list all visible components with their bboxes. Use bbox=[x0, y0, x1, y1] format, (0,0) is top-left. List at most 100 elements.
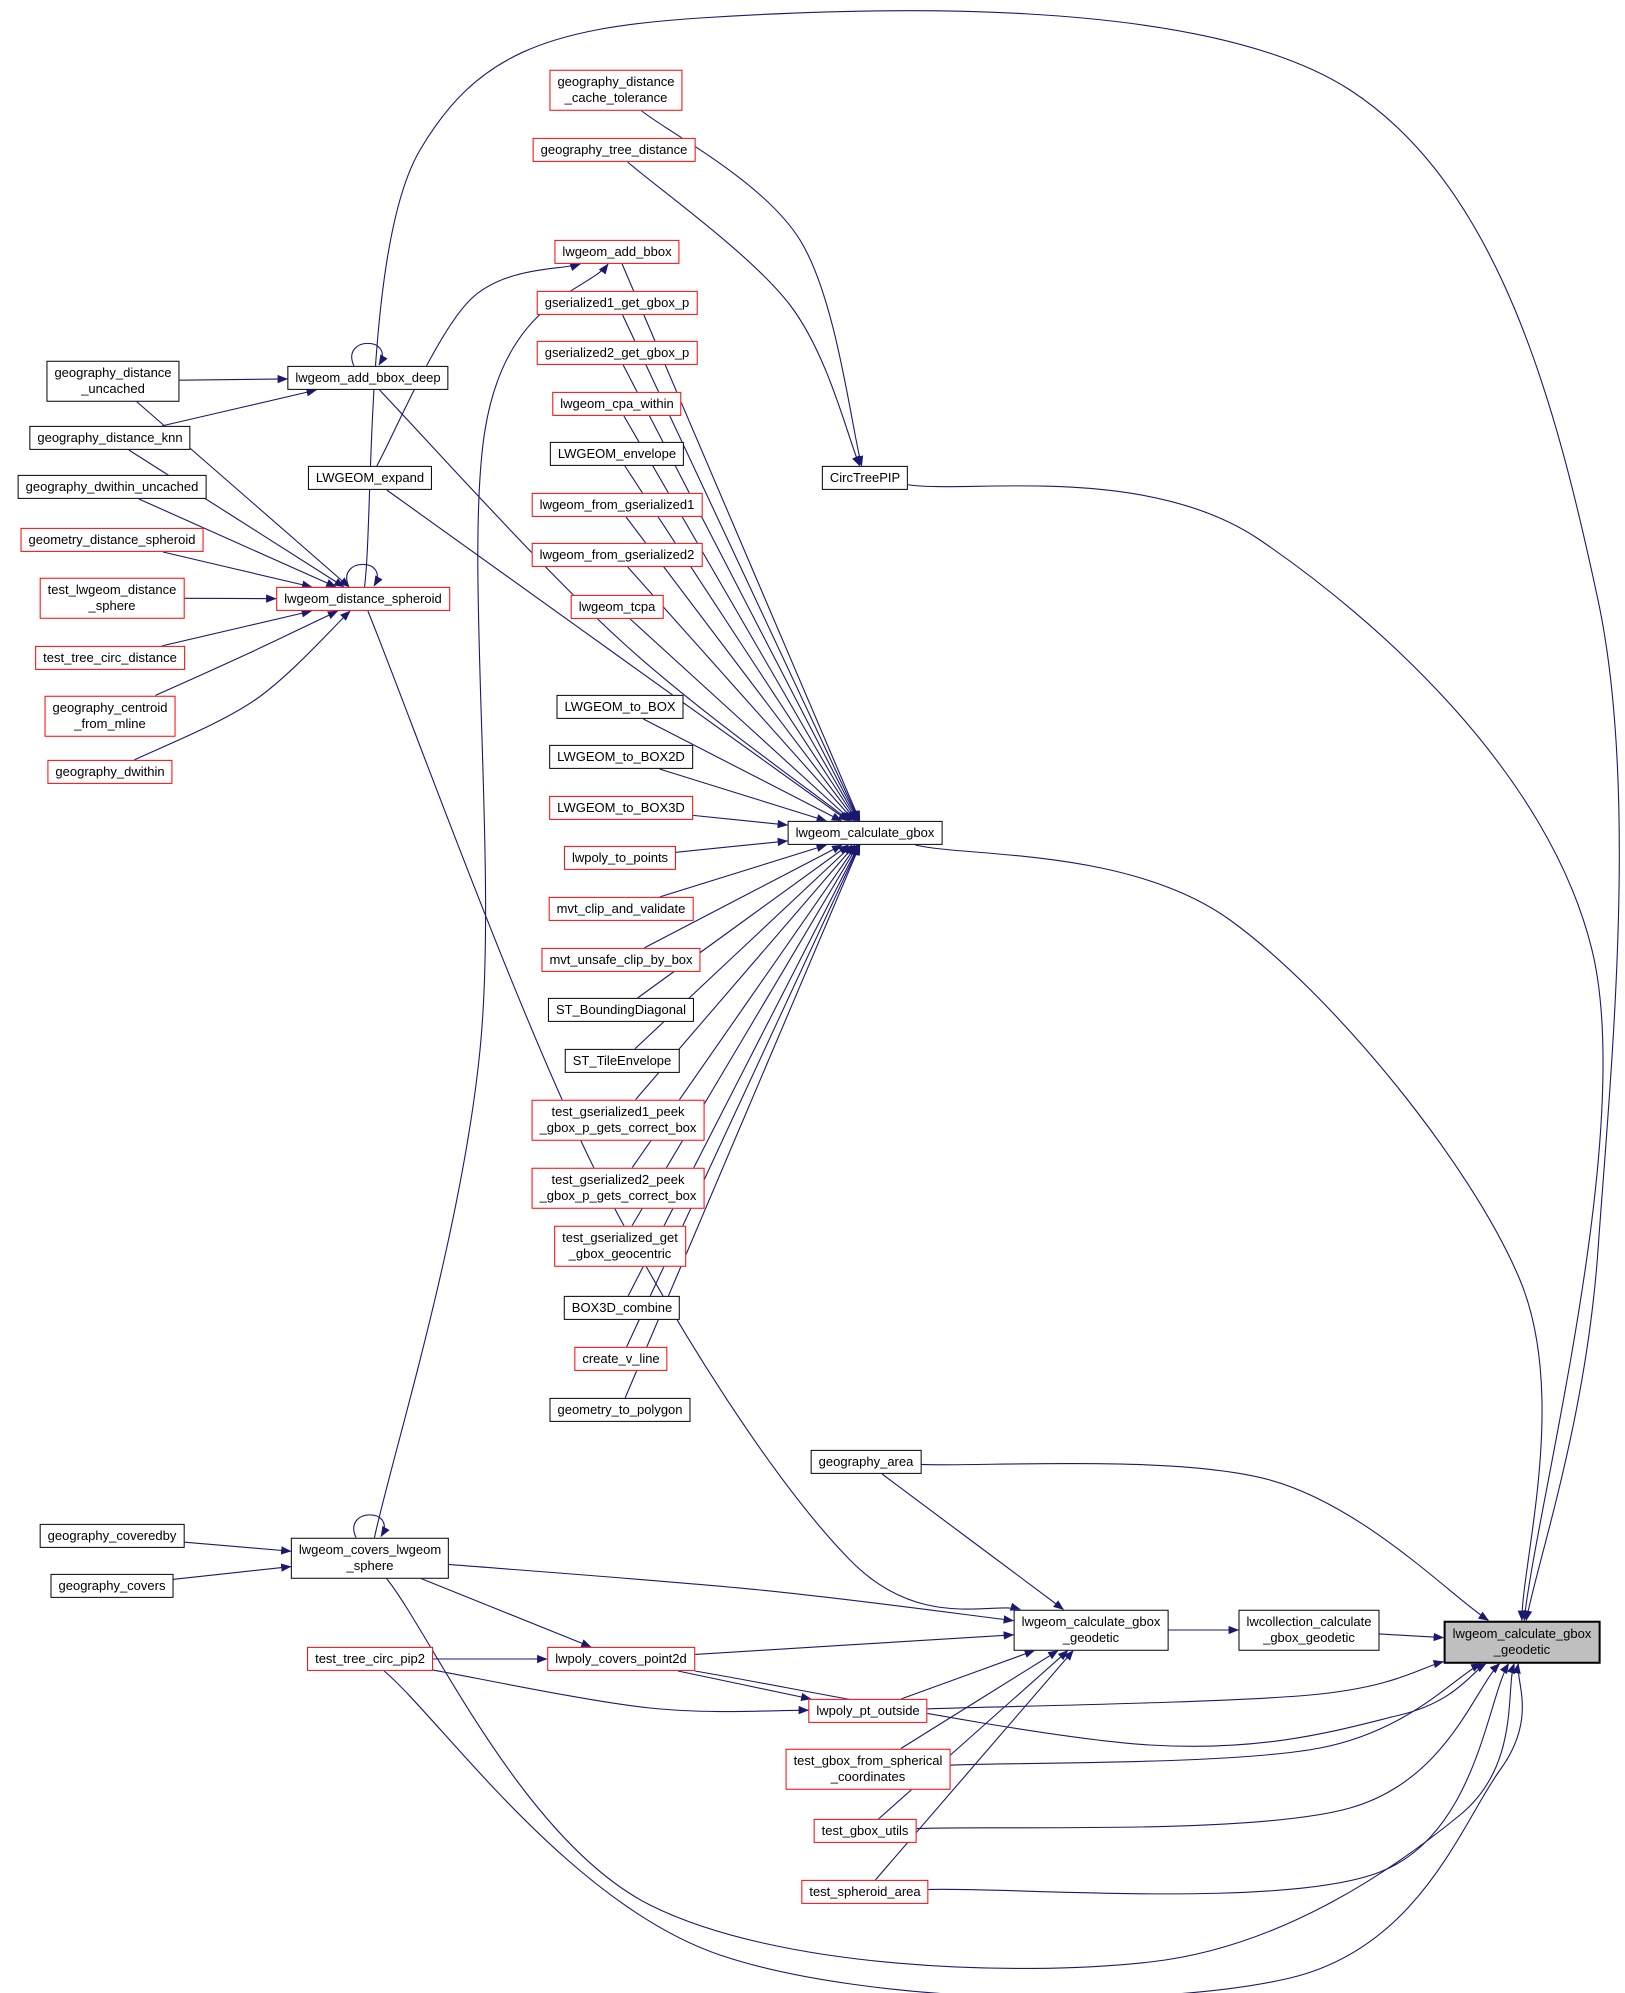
graph-node-tgg[interactable]: test_gserialized_get _gbox_geocentric bbox=[554, 1225, 686, 1267]
call-edge-mub-to-lcg bbox=[643, 844, 843, 949]
call-edge-exp-to-lab bbox=[376, 263, 581, 467]
call-edge-g2p-to-lcg bbox=[624, 844, 861, 1399]
graph-node-ttcp[interactable]: test_tree_circ_pip2 bbox=[307, 1646, 433, 1672]
call-edge-ttcp-to-lpo bbox=[432, 1669, 810, 1715]
graph-node-tg1[interactable]: test_gserialized1_peek _gbox_p_gets_corr… bbox=[531, 1099, 705, 1141]
call-edge-gtd-to-ctp bbox=[627, 161, 861, 467]
call-edge-cls-to-lcp bbox=[420, 1577, 592, 1648]
call-edge-ga-to-tgt bbox=[921, 1462, 1490, 1621]
call-edge-abd-to-abd bbox=[351, 342, 388, 367]
call-edge-cls-to-lab bbox=[373, 263, 609, 1538]
call-edge-cls-to-geod bbox=[448, 1563, 1015, 1624]
call-edge-gcb-to-cls bbox=[184, 1541, 292, 1555]
call-edge-cls-to-tgt bbox=[386, 1578, 1515, 1969]
graph-node-stbd[interactable]: ST_BoundingDiagonal bbox=[547, 997, 695, 1023]
graph-node-stte[interactable]: ST_TileEnvelope bbox=[564, 1048, 680, 1074]
call-edge-lcp-to-geod bbox=[694, 1631, 1015, 1655]
call-edge-tgfsc-to-tgt bbox=[950, 1663, 1482, 1766]
call-edge-ttcd-to-lds bbox=[161, 609, 313, 647]
graph-node-cvl[interactable]: create_v_line bbox=[574, 1346, 668, 1372]
graph-node-gds[interactable]: geometry_distance_spheroid bbox=[20, 527, 204, 553]
graph-node-tg2[interactable]: test_gserialized2_peek _gbox_p_gets_corr… bbox=[531, 1167, 705, 1209]
graph-node-fg2[interactable]: lwgeom_from_gserialized2 bbox=[531, 542, 703, 568]
call-edge-exp-to-lcg bbox=[386, 489, 849, 822]
graph-node-lcg[interactable]: lwgeom_calculate_gbox bbox=[787, 820, 943, 846]
graph-node-tsa[interactable]: test_spheroid_area bbox=[801, 1879, 929, 1905]
graph-node-lcp[interactable]: lwpoly_covers_point2d bbox=[547, 1646, 695, 1672]
call-edge-lpo-to-tgt bbox=[927, 1659, 1445, 1710]
call-edge-tcpa-to-lcg bbox=[629, 618, 853, 822]
graph-node-lpo[interactable]: lwpoly_pt_outside bbox=[808, 1698, 928, 1724]
call-edge-lcp-to-tgt bbox=[694, 1663, 1487, 1747]
call-edge-stte-to-lcg bbox=[634, 844, 853, 1050]
call-edge-tbox3-to-lcg bbox=[692, 814, 789, 829]
call-edge-gds-to-lds bbox=[162, 551, 313, 589]
graph-node-gtd[interactable]: geography_tree_distance bbox=[532, 137, 696, 163]
graph-node-fg1[interactable]: lwgeom_from_gserialized1 bbox=[531, 492, 703, 518]
graph-node-gcb[interactable]: geography_coveredby bbox=[39, 1523, 185, 1549]
graph-node-tbox[interactable]: LWGEOM_to_BOX bbox=[556, 694, 684, 720]
call-edge-tsa-to-geod bbox=[874, 1650, 1074, 1881]
call-edge-gdk-to-lds bbox=[128, 449, 345, 588]
call-edge-lcp-to-lpo bbox=[677, 1670, 812, 1702]
call-edge-gcv-to-cls bbox=[173, 1563, 292, 1580]
call-edge-tsa-to-tgt bbox=[928, 1663, 1510, 1895]
graph-node-gdct[interactable]: geography_distance _cache_tolerance bbox=[549, 69, 683, 111]
call-edge-tgfsc-to-geod bbox=[900, 1650, 1059, 1749]
call-edge-abd-to-lcg bbox=[379, 389, 851, 822]
graph-node-tlds[interactable]: test_lwgeom_distance _sphere bbox=[39, 577, 185, 619]
graph-node-mcv[interactable]: mvt_clip_and_validate bbox=[548, 896, 694, 922]
graph-node-ctp[interactable]: CircTreePIP bbox=[821, 465, 909, 491]
graph-node-mub[interactable]: mvt_unsafe_clip_by_box bbox=[541, 947, 701, 973]
call-edge-lcg-to-tgt bbox=[915, 844, 1543, 1622]
call-edge-ttcp-to-tgt bbox=[383, 1662, 1523, 1993]
graph-node-gdu[interactable]: geography_distance _uncached bbox=[46, 360, 180, 402]
call-edge-ltp-to-lcg bbox=[675, 837, 789, 853]
graph-node-cls[interactable]: lwgeom_covers_lwgeom _sphere bbox=[290, 1537, 450, 1579]
call-edge-gdu-to-lds bbox=[136, 401, 350, 588]
graph-node-tcpa[interactable]: lwgeom_tcpa bbox=[570, 594, 664, 620]
graph-node-g2g[interactable]: gserialized2_get_gbox_p bbox=[536, 340, 698, 366]
graph-node-lcol[interactable]: lwcollection_calculate _gbox_geodetic bbox=[1238, 1609, 1380, 1651]
graph-node-abd[interactable]: lwgeom_add_bbox_deep bbox=[287, 365, 449, 391]
graph-node-g2p[interactable]: geometry_to_polygon bbox=[549, 1397, 691, 1423]
call-edge-tgu-to-tgt bbox=[916, 1663, 1501, 1830]
graph-node-gdwu[interactable]: geography_dwithin_uncached bbox=[17, 474, 207, 500]
graph-node-tgu[interactable]: test_gbox_utils bbox=[813, 1818, 917, 1844]
graph-node-exp[interactable]: LWGEOM_expand bbox=[307, 465, 433, 491]
call-edge-lpo-to-geod bbox=[900, 1649, 1036, 1700]
graph-node-tbox2[interactable]: LWGEOM_to_BOX2D bbox=[549, 744, 693, 770]
graph-node-gdw[interactable]: geography_dwithin bbox=[47, 759, 173, 785]
target-node-tgt: lwgeom_calculate_gbox _geodetic bbox=[1443, 1620, 1601, 1664]
call-edge-gcfm-to-lds bbox=[155, 610, 339, 697]
call-edge-lab-to-lcg bbox=[621, 263, 861, 822]
graph-node-gcfm[interactable]: geography_centroid _from_mline bbox=[44, 695, 176, 737]
graph-node-ltp[interactable]: lwpoly_to_points bbox=[563, 845, 677, 871]
graph-node-env[interactable]: LWGEOM_envelope bbox=[549, 441, 685, 467]
call-edge-lds-to-tgt bbox=[363, 10, 1620, 1622]
graph-node-b3c[interactable]: BOX3D_combine bbox=[563, 1295, 681, 1321]
graph-node-lab[interactable]: lwgeom_add_bbox bbox=[554, 239, 680, 265]
call-edge-gdu-to-abd bbox=[179, 374, 289, 384]
graph-node-tbox3[interactable]: LWGEOM_to_BOX3D bbox=[549, 795, 693, 821]
call-edge-tg1-to-lcg bbox=[635, 844, 856, 1100]
call-edge-gdw-to-lds bbox=[133, 610, 351, 761]
call-edge-cls-to-cls bbox=[353, 1514, 390, 1538]
graph-node-gdk[interactable]: geography_distance_knn bbox=[29, 425, 191, 451]
graph-node-cpa[interactable]: lwgeom_cpa_within bbox=[552, 391, 682, 417]
call-edge-gdk-to-abd bbox=[161, 388, 317, 427]
graph-node-ga[interactable]: geography_area bbox=[810, 1449, 922, 1475]
graph-node-g1g[interactable]: gserialized1_get_gbox_p bbox=[536, 290, 698, 316]
call-edge-tbox2-to-lcg bbox=[659, 768, 827, 823]
call-edge-fg2-to-lcg bbox=[627, 566, 855, 822]
call-edge-mcv-to-lcg bbox=[659, 843, 827, 898]
graph-node-gcv[interactable]: geography_covers bbox=[50, 1573, 174, 1599]
graph-node-tgfsc[interactable]: test_gbox_from_spherical _coordinates bbox=[785, 1748, 951, 1790]
graph-node-geod[interactable]: lwgeom_calculate_gbox _geodetic bbox=[1013, 1609, 1169, 1651]
call-edge-gdwu-to-lds bbox=[138, 498, 337, 588]
call-edge-stbd-to-lcg bbox=[637, 844, 849, 999]
graph-node-lds[interactable]: lwgeom_distance_spheroid bbox=[276, 586, 450, 612]
graph-node-ttcd[interactable]: test_tree_circ_distance bbox=[35, 645, 185, 671]
